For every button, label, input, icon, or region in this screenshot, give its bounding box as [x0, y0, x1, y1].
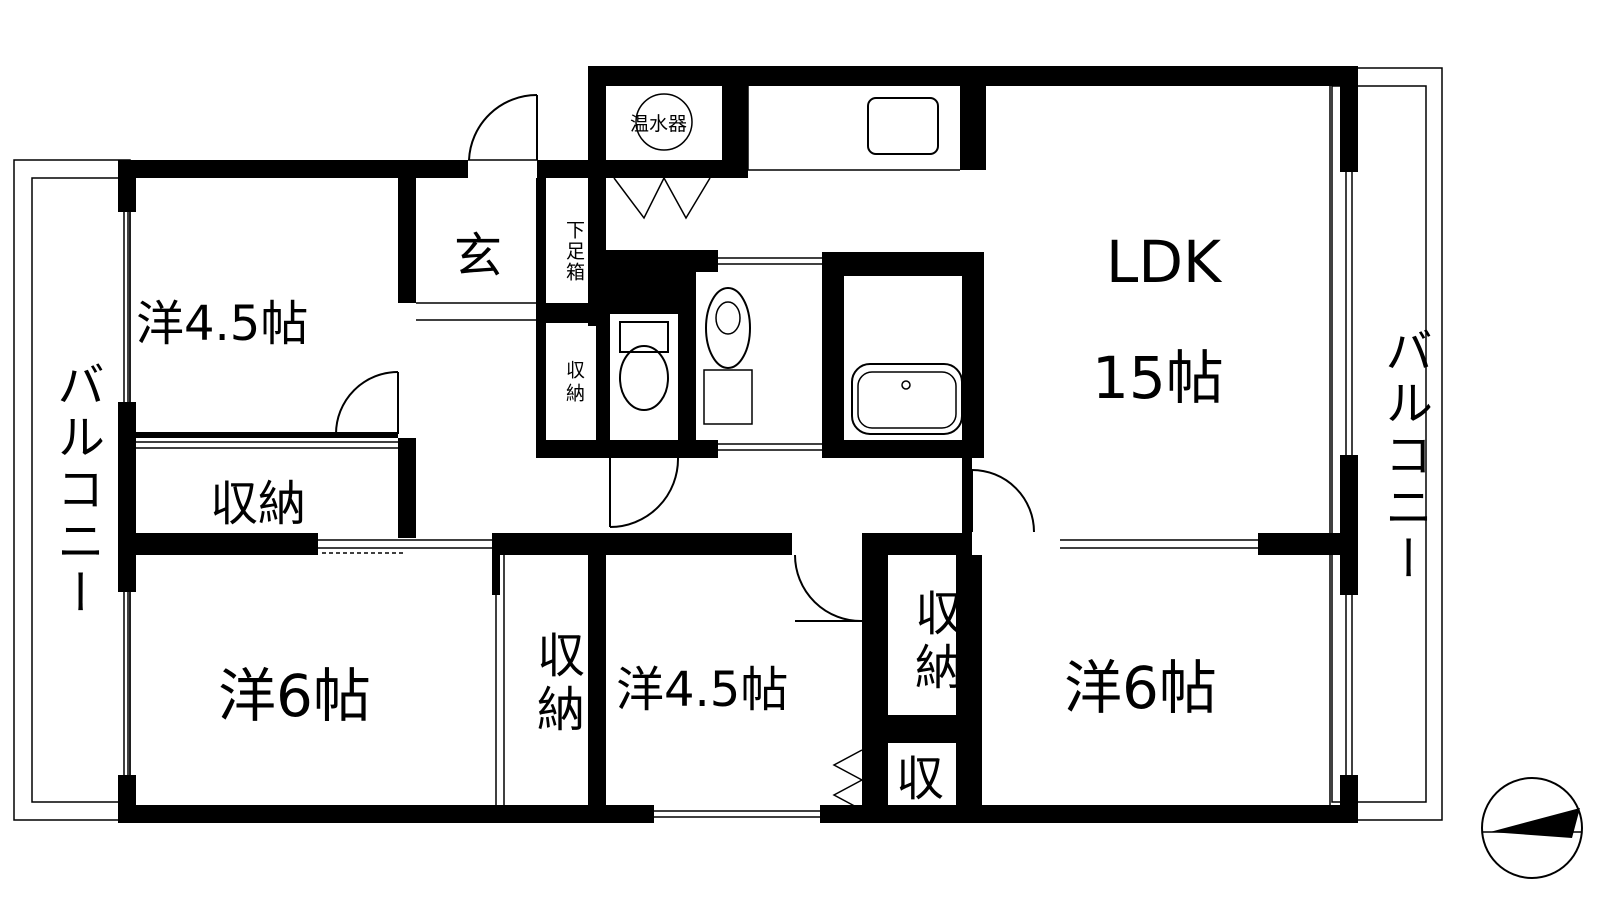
- room-label-water-heater: 温水器: [630, 113, 687, 135]
- room-label-western-4-5-top: 洋4.5帖: [136, 296, 308, 352]
- room-label-ldk-name: LDK: [1106, 228, 1223, 296]
- room-label-storage-small: 収: [896, 751, 944, 807]
- room-label-genkan: 玄: [454, 228, 502, 284]
- balcony-label-left: バルコニー: [48, 360, 104, 620]
- room-label-storage-mid: 収納: [528, 630, 584, 738]
- balcony-label-right: バルコニー: [1376, 326, 1432, 586]
- room-label-shoe-box: 下足箱: [563, 220, 585, 283]
- room-label-western-6-right: 洋6帖: [1064, 654, 1217, 722]
- room-label-western-4-5-bottom: 洋4.5帖: [616, 662, 788, 718]
- walls: [118, 66, 1358, 823]
- room-label-western-6-left: 洋6帖: [218, 662, 371, 730]
- room-label-ldk-size: 15帖: [1092, 344, 1224, 412]
- doors: [335, 93, 1035, 811]
- room-label-storage-right: 収納: [906, 588, 962, 696]
- windows: [123, 86, 1353, 823]
- fixtures: [619, 93, 963, 435]
- room-label-storage-top-left: 収納: [210, 476, 306, 532]
- room-label-storage-hall: 収納: [563, 360, 585, 406]
- north-arrow-icon: [1481, 777, 1583, 879]
- right-balcony: [1329, 67, 1443, 821]
